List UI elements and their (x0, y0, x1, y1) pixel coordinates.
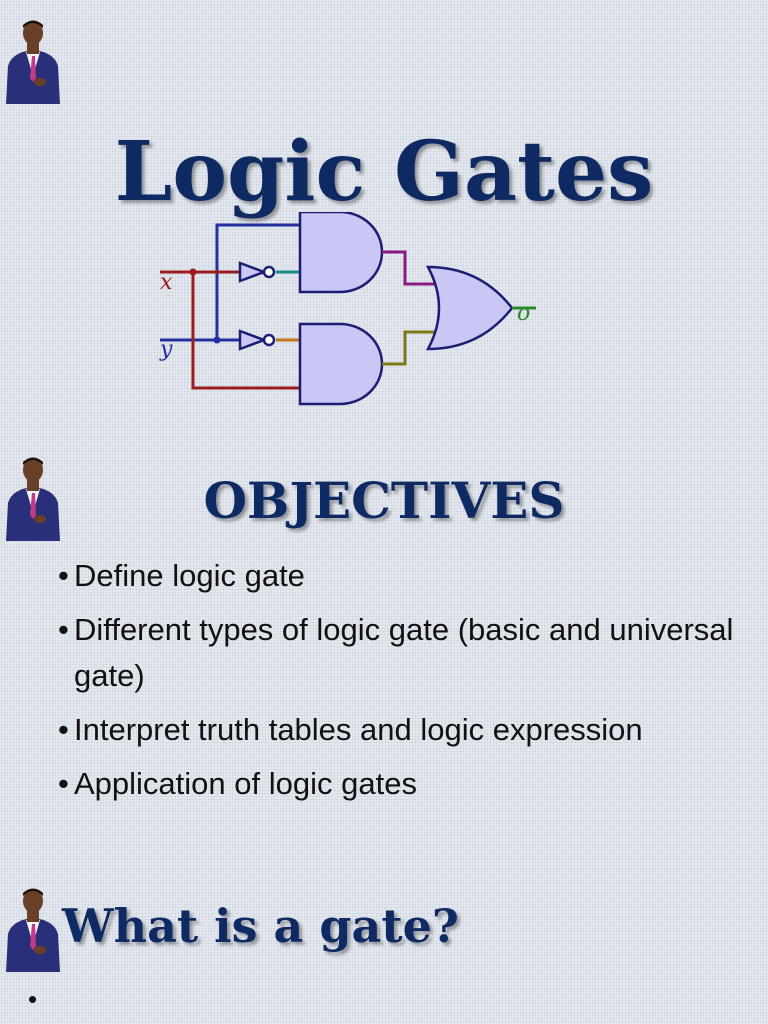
list-item: • Interpret truth tables and logic expre… (58, 707, 758, 753)
input-label-x: x (160, 270, 173, 295)
objective-text: Define logic gate (74, 558, 305, 593)
bullet: • (58, 712, 69, 747)
and-gate-bottom (298, 322, 384, 406)
presenter-avatar (6, 888, 60, 972)
list-item: • Application of logic gates (58, 761, 758, 807)
objectives-title: OBJECTIVES (203, 471, 565, 530)
slide-title: Logic Gates (114, 124, 654, 220)
presenter-avatar (6, 20, 60, 104)
presenter-avatar (6, 457, 60, 541)
gate-question-title: What is a gate? (62, 899, 459, 953)
wire-y-branch (215, 223, 300, 340)
bullet: • (28, 984, 38, 1014)
objectives-list: • Define logic gate • Different types of… (58, 553, 758, 815)
not-gate-y (238, 329, 268, 351)
input-label-y: y (160, 337, 173, 362)
or-gate (425, 265, 514, 351)
slide-what-is-a-gate: What is a gate? • (0, 880, 768, 1024)
objective-text: Interpret truth tables and logic express… (74, 712, 643, 747)
wire-x-branch (191, 272, 300, 390)
objective-text: Different types of logic gate (basic and… (74, 612, 734, 693)
objective-text: Application of logic gates (74, 766, 417, 801)
not-gate-x (238, 261, 268, 283)
bullet: • (58, 612, 69, 647)
logic-circuit-diagram (160, 212, 536, 406)
and-gate-top (298, 212, 384, 294)
bullet: • (58, 766, 69, 801)
list-item: • Define logic gate (58, 553, 758, 599)
bullet: • (58, 558, 69, 593)
list-item: • Different types of logic gate (basic a… (58, 607, 758, 699)
slide-objectives: OBJECTIVES • Define logic gate • Differe… (0, 445, 768, 875)
output-label-o: o (517, 301, 531, 326)
slide-logic-gates: Logic Gates x y o (0, 0, 768, 440)
